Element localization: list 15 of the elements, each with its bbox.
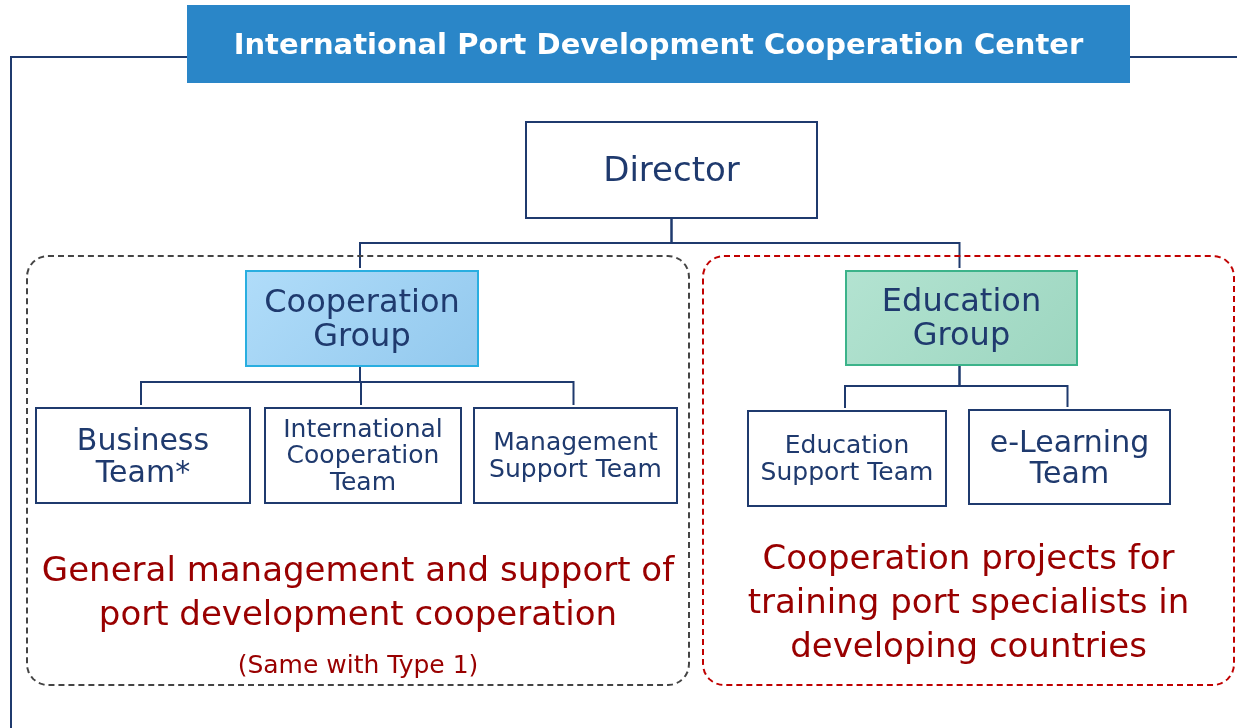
group-box: Cooperation Group xyxy=(245,270,479,367)
group-box: Education Group xyxy=(845,270,1078,366)
dashed-group xyxy=(702,255,1235,686)
org-box: Management Support Team xyxy=(473,407,678,504)
group-caption: (Same with Type 1) xyxy=(236,649,480,681)
dashed-group xyxy=(26,255,690,686)
org-box: Director xyxy=(525,121,818,219)
title-banner: International Port Development Cooperation Center xyxy=(187,5,1130,83)
connector-line xyxy=(670,218,961,269)
org-box: International Cooperation Team xyxy=(264,407,462,504)
group-caption: General management and support of port development cooperation xyxy=(40,548,676,636)
org-box: e-Learning Team xyxy=(968,409,1171,505)
org-box: Business Team* xyxy=(35,407,251,504)
group-caption: Cooperation projects for training port specialists in developing countries xyxy=(746,536,1191,668)
org-box: Education Support Team xyxy=(747,410,947,507)
